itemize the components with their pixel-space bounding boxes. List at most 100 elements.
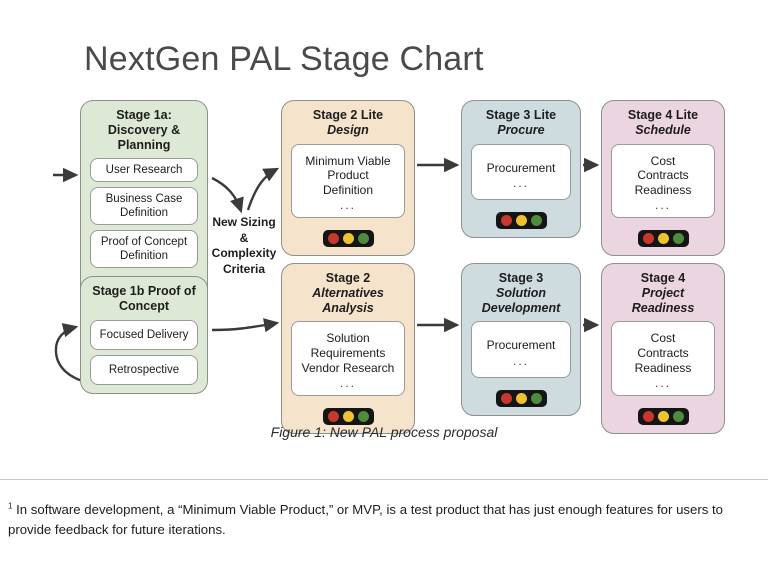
- footnote-marker: 1: [8, 501, 13, 511]
- lamp-green-icon: [672, 411, 684, 423]
- criteria-line-4: Criteria: [222, 261, 266, 276]
- page-title: NextGen PAL Stage Chart: [84, 40, 484, 78]
- arrow-1b-to-2: [211, 318, 280, 333]
- lamp-red-icon: [500, 392, 512, 404]
- lamp-red-icon: [642, 233, 654, 245]
- stage-3-lite-header: Stage 3 Lite Procure: [486, 108, 556, 138]
- stage-4-title: Stage 4: [640, 271, 686, 285]
- stage-1b-title: Stage 1b: [92, 284, 145, 298]
- figure-caption: Figure 1: New PAL process proposal: [270, 424, 498, 440]
- stage-4-lite-traffic-light-icon: [637, 230, 689, 248]
- stage-1a-title-line2: & Planning: [117, 122, 181, 152]
- body-line-1: Procurement: [486, 160, 556, 175]
- item-label: Focused Delivery: [99, 328, 189, 341]
- body-line-3: Definition: [322, 182, 374, 197]
- stage-1b-item-retrospective[interactable]: Retrospective: [90, 354, 198, 385]
- stage-1a-item-proof-of-concept[interactable]: Proof of Concept Definition: [90, 230, 198, 269]
- stage-2-lite-title: Stage 2 Lite: [312, 108, 384, 122]
- criteria-line-3: Complexity: [211, 246, 277, 261]
- stage-1b[interactable]: Stage 1b Proof of Concept Focused Delive…: [80, 276, 208, 394]
- stage-3-lite-traffic-light-icon: [495, 212, 547, 230]
- item-label-line1: Proof of Concept: [100, 236, 188, 249]
- stage-4-lite-title: Stage 4 Lite: [627, 108, 699, 122]
- criteria-line-2: &: [239, 230, 249, 245]
- body-line-2: Contracts: [637, 168, 689, 183]
- stage-4-header: Stage 4 Project Readiness: [611, 271, 715, 315]
- lamp-green-icon: [357, 233, 369, 245]
- stage-2-subtitle: Alternatives Analysis: [312, 285, 384, 315]
- stage-3-header: Stage 3 Solution Development: [471, 271, 571, 315]
- stage-1a-item-user-research[interactable]: User Research: [90, 158, 198, 183]
- stage-1b-item-focused-delivery[interactable]: Focused Delivery: [90, 319, 198, 350]
- item-label: User Research: [105, 164, 183, 177]
- stage-4-subtitle: Project Readiness: [631, 285, 695, 315]
- lamp-yellow-icon: [657, 411, 669, 423]
- stage-2-traffic-light-icon: [322, 408, 374, 426]
- stage-2-lite-subtitle: Design: [327, 122, 369, 137]
- stage-4-body[interactable]: Cost Contracts Readiness ...: [611, 321, 715, 397]
- lamp-red-icon: [327, 233, 339, 245]
- stage-2-lite-body[interactable]: Minimum Viable Product Definition ...: [291, 143, 405, 219]
- body-line-1: Procurement: [486, 338, 556, 353]
- body-line-2: Contracts: [637, 345, 689, 360]
- body-ellipsis: ...: [512, 353, 529, 368]
- stage-1a-title: Stage 1a: Discovery: [107, 108, 172, 137]
- criteria-line-1: New Sizing: [212, 215, 276, 229]
- body-ellipsis: ...: [654, 376, 671, 391]
- stage-3-lite[interactable]: Stage 3 Lite Procure Procurement ...: [461, 100, 581, 239]
- body-line-1: Minimum Viable: [305, 153, 391, 168]
- stage-2-lite-traffic-light-icon: [322, 230, 374, 248]
- criteria-label: New Sizing & Complexity Criteria: [208, 215, 280, 277]
- body-line-1: Cost: [650, 153, 676, 168]
- body-line-1: Solution: [326, 331, 370, 346]
- stage-3-title: Stage 3: [498, 271, 544, 285]
- body-line-2: Product: [327, 168, 369, 183]
- item-label-line2: Definition: [120, 207, 168, 220]
- stage-3-lite-subtitle: Procure: [497, 122, 545, 137]
- body-line-3: Readiness: [634, 360, 692, 375]
- lamp-green-icon: [357, 411, 369, 423]
- stage-3-traffic-light-icon: [495, 389, 547, 407]
- lamp-yellow-icon: [515, 215, 527, 227]
- stage-2-body[interactable]: Solution Requirements Vendor Research ..…: [291, 321, 405, 397]
- item-label: Retrospective: [108, 363, 180, 376]
- stage-1b-title-line2: Proof of Concept: [119, 284, 196, 313]
- stage-4-lite-subtitle: Schedule: [635, 122, 691, 137]
- body-ellipsis: ...: [654, 198, 671, 213]
- body-line-2: Requirements: [310, 345, 386, 360]
- body-line-3: Vendor Research: [301, 360, 395, 375]
- lamp-green-icon: [530, 215, 542, 227]
- stage-2-header: Stage 2 Alternatives Analysis: [291, 271, 405, 315]
- footnote: 1 In software development, a “Minimum Vi…: [8, 500, 760, 541]
- lamp-green-icon: [530, 392, 542, 404]
- body-line-3: Readiness: [634, 182, 692, 197]
- stage-4[interactable]: Stage 4 Project Readiness Cost Contracts…: [601, 263, 725, 435]
- stage-2[interactable]: Stage 2 Alternatives Analysis Solution R…: [281, 263, 415, 435]
- lamp-yellow-icon: [342, 233, 354, 245]
- stage-1a[interactable]: Stage 1a: Discovery & Planning User Rese…: [80, 100, 208, 307]
- lamp-red-icon: [327, 411, 339, 423]
- stage-4-lite[interactable]: Stage 4 Lite Schedule Cost Contracts Rea…: [601, 100, 725, 257]
- stage-3[interactable]: Stage 3 Solution Development Procurement…: [461, 263, 581, 416]
- stage-4-lite-body[interactable]: Cost Contracts Readiness ...: [611, 143, 715, 219]
- body-ellipsis: ...: [339, 376, 356, 391]
- stage-2-lite-header: Stage 2 Lite Design: [313, 108, 383, 138]
- lamp-red-icon: [500, 215, 512, 227]
- item-label-line2: Definition: [120, 250, 168, 263]
- stage-3-subtitle: Solution Development: [481, 285, 561, 315]
- lamp-red-icon: [642, 411, 654, 423]
- stage-1a-header: Stage 1a: Discovery & Planning: [90, 108, 198, 152]
- footnote-divider: [0, 479, 768, 480]
- stage-2-lite[interactable]: Stage 2 Lite Design Minimum Viable Produ…: [281, 100, 415, 257]
- lamp-yellow-icon: [515, 392, 527, 404]
- stage-3-body[interactable]: Procurement ...: [471, 321, 571, 378]
- item-label-line1: Business Case: [105, 193, 183, 206]
- arrow-criteria-to-2lite: [246, 167, 280, 211]
- lamp-green-icon: [672, 233, 684, 245]
- stage-1b-header: Stage 1b Proof of Concept: [90, 284, 198, 314]
- stage-2-title: Stage 2: [325, 271, 371, 285]
- stage-1a-item-business-case[interactable]: Business Case Definition: [90, 187, 198, 226]
- stage-3-lite-body[interactable]: Procurement ...: [471, 143, 571, 201]
- lamp-yellow-icon: [657, 233, 669, 245]
- stage-3-lite-title: Stage 3 Lite: [485, 108, 557, 122]
